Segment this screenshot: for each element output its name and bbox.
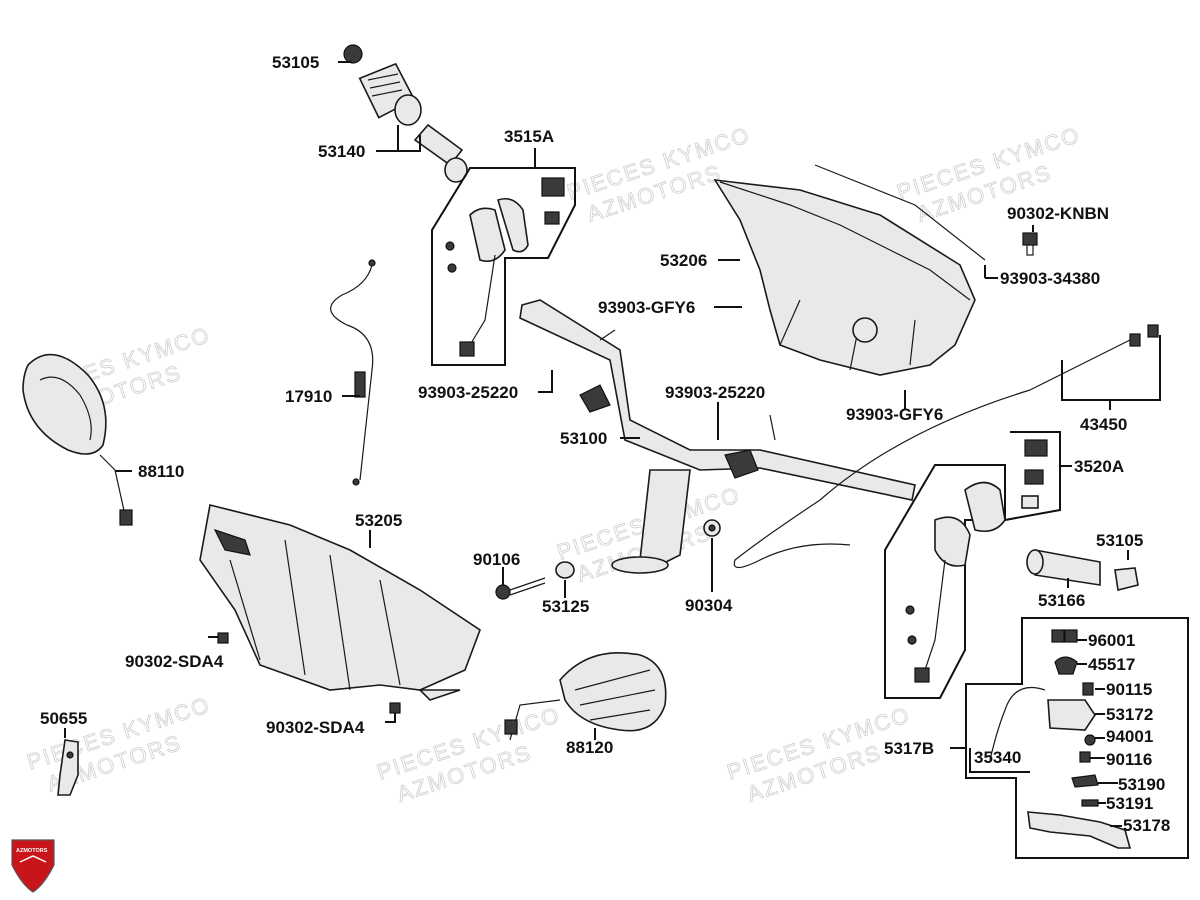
front-cover-drawing: [199, 504, 481, 701]
label-35340: 35340: [974, 748, 1021, 767]
label-90106: 90106: [473, 550, 520, 569]
leader-line: [969, 748, 1030, 773]
label-90115: 90115: [1106, 680, 1152, 699]
label-93903-25220-right: 93903-25220: [665, 383, 765, 402]
label-53206: 53206: [660, 251, 707, 270]
label-3515A: 3515A: [504, 127, 554, 146]
label-90304: 90304: [685, 596, 733, 615]
switch-right-drawing: [905, 439, 1048, 683]
group-box-3520A: [884, 431, 1061, 699]
label-93903-34380: 93903-34380: [1000, 269, 1100, 288]
label-90302-SDA4-bottom: 90302-SDA4: [266, 718, 365, 737]
label-53105-right: 53105: [1096, 531, 1143, 550]
label-43450: 43450: [1080, 415, 1127, 434]
grip-right-drawing: [1026, 549, 1139, 591]
cable-43450-drawing: [733, 324, 1159, 569]
leader-line: [385, 710, 396, 723]
label-53205: 53205: [355, 511, 402, 530]
label-53166: 53166: [1038, 591, 1085, 610]
label-96001: 96001: [1088, 631, 1135, 650]
label-3520A: 3520A: [1074, 457, 1124, 476]
label-93903-25220-left: 93903-25220: [418, 383, 518, 402]
label-90302-KNBN: 90302-KNBN: [1007, 204, 1109, 223]
label-53172: 53172: [1106, 705, 1153, 724]
mirror-left-drawing: [22, 353, 133, 526]
label-53190: 53190: [1118, 775, 1165, 794]
label-93903-GFY6-right: 93903-GFY6: [846, 405, 943, 424]
label-53100: 53100: [560, 429, 607, 448]
leader-line: [1061, 335, 1161, 410]
cable-17910-drawing: [330, 259, 376, 486]
label-50655: 50655: [40, 709, 87, 728]
grip-left-drawing: [343, 44, 468, 183]
leader-line: [376, 125, 421, 152]
switch-left-drawing: [445, 177, 565, 357]
handlebar-drawing: [519, 299, 916, 574]
nut-icon: [217, 632, 229, 644]
leader-line: [538, 370, 553, 393]
label-88120: 88120: [566, 738, 613, 757]
label-53105-left: 53105: [272, 53, 319, 72]
group-box-5317B: [965, 617, 1189, 859]
label-45517: 45517: [1088, 655, 1135, 674]
group-box-3515A: [431, 167, 576, 366]
label-53125: 53125: [542, 597, 589, 616]
nut-icon: [389, 702, 401, 714]
nut-90304-drawing: [703, 519, 721, 537]
label-90116: 90116: [1106, 750, 1152, 769]
label-17910: 17910: [285, 387, 332, 406]
label-88110: 88110: [138, 462, 184, 481]
label-53191: 53191: [1106, 794, 1153, 813]
logo-text: AZMOTORS: [16, 848, 48, 854]
label-90302-SDA4-left: 90302-SDA4: [125, 652, 224, 671]
label-94001: 94001: [1106, 727, 1153, 746]
bracket-50655-drawing: [57, 739, 79, 796]
azmotors-logo: AZMOTORS: [11, 839, 55, 893]
leader-line: [984, 265, 998, 279]
label-93903-GFY6-left: 93903-GFY6: [598, 298, 695, 317]
rear-cover-drawing: [713, 164, 986, 376]
bolt-90302-KNBN-drawing: [1022, 232, 1038, 256]
collar-53125-drawing: [555, 561, 575, 579]
label-53140: 53140: [318, 142, 365, 161]
mirror-right-drawing: [504, 652, 667, 741]
label-53178: 53178: [1123, 816, 1170, 835]
label-5317B: 5317B: [884, 739, 934, 758]
lever-assembly-drawing: [989, 629, 1132, 849]
